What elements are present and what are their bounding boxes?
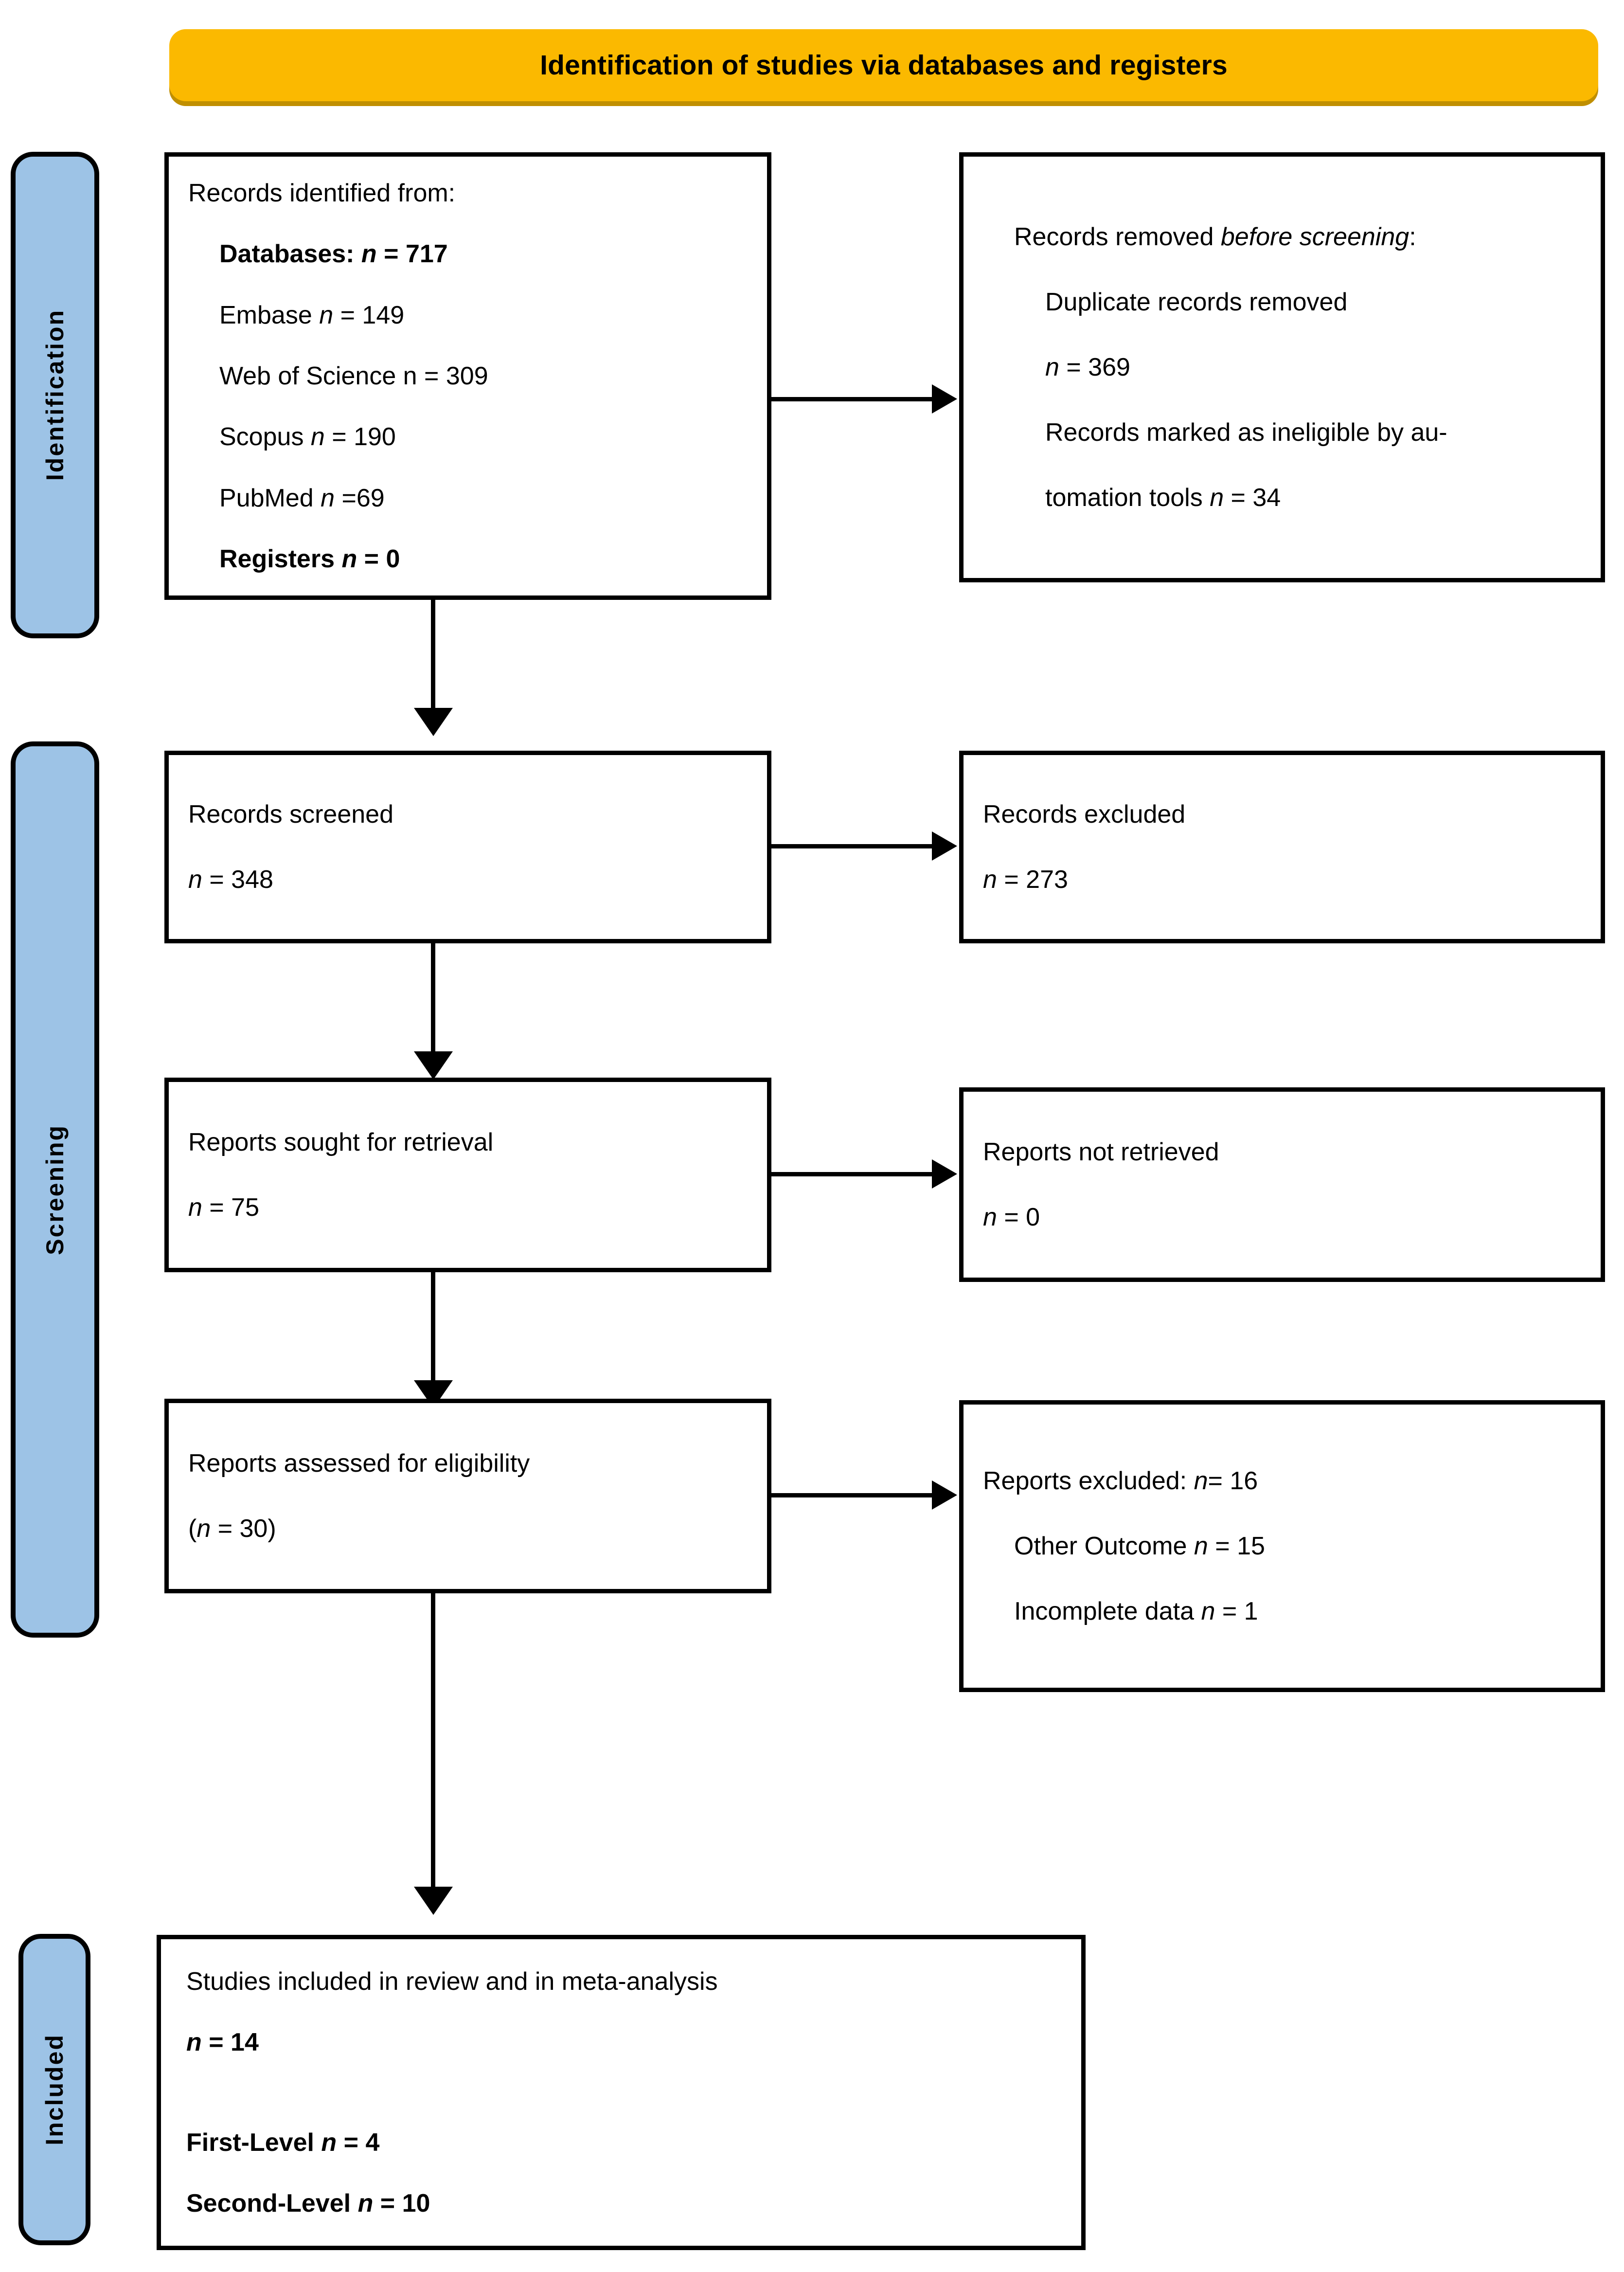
connector-screened-to-sought <box>431 943 435 1065</box>
stage-sidebar-included: Included <box>18 1934 90 2245</box>
records-identified-pubmed: PubMed n =69 <box>219 484 385 512</box>
stage-sidebar-screening: Screening <box>11 741 99 1638</box>
connector-screened-to-excluded <box>771 844 933 848</box>
box-records-screened: Records screened n = 348 <box>164 751 771 943</box>
arrowhead-sought-to-not-retrieved <box>932 1159 957 1189</box>
records-identified-wos: Web of Science n = 309 <box>219 361 488 390</box>
records-excluded-label: Records excluded <box>983 800 1186 829</box>
arrowhead-screened-to-sought <box>414 1051 453 1080</box>
box-studies-included: Studies included in review and in meta-a… <box>157 1935 1086 2250</box>
stage-label-included: Included <box>41 2034 68 2146</box>
arrowhead-assessed-to-included <box>414 1887 453 1915</box>
reports-sought-n: n = 75 <box>188 1193 260 1222</box>
box-reports-assessed: Reports assessed for eligibility (n = 30… <box>164 1399 771 1593</box>
reports-assessed-n: (n = 30) <box>188 1515 276 1543</box>
studies-included-first-level: First-Level n = 4 <box>186 2128 380 2157</box>
studies-included-second-level: Second-Level n = 10 <box>186 2189 430 2218</box>
records-removed-heading: Records removed before screening: <box>1014 222 1416 251</box>
records-screened-label: Records screened <box>188 800 393 829</box>
studies-included-total: n = 14 <box>186 2028 259 2057</box>
arrowhead-identified-to-removed <box>932 384 957 414</box>
arrowhead-screened-to-excluded <box>932 831 957 861</box>
arrowhead-identified-to-screened <box>414 708 453 736</box>
records-identified-databases: Databases: n = 717 <box>219 240 448 269</box>
records-removed-duplicate-n: n = 369 <box>1045 353 1130 381</box>
records-identified-heading: Records identified from: <box>188 179 456 207</box>
studies-included-heading: Studies included in review and in meta-a… <box>186 1967 718 1996</box>
diagram-header-banner: Identification of studies via databases … <box>169 29 1598 101</box>
arrowhead-assessed-to-reports-excluded <box>932 1480 957 1510</box>
connector-identified-to-screened <box>431 600 435 721</box>
records-removed-ineligible-line1: Records marked as ineligible by au- <box>1045 418 1447 447</box>
box-reports-excluded: Reports excluded: n= 16 Other Outcome n … <box>959 1400 1605 1692</box>
connector-sought-to-not-retrieved <box>771 1172 933 1176</box>
reports-sought-label: Reports sought for retrieval <box>188 1128 494 1156</box>
connector-assessed-to-reports-excluded <box>771 1493 933 1497</box>
connector-assessed-to-included <box>431 1593 435 1900</box>
diagram-title: Identification of studies via databases … <box>540 50 1228 81</box>
stage-sidebar-identification: Identification <box>11 152 99 638</box>
stage-label-screening: Screening <box>41 1124 69 1255</box>
connector-sought-to-assessed <box>431 1272 435 1394</box>
box-reports-sought: Reports sought for retrieval n = 75 <box>164 1078 771 1272</box>
box-reports-not-retrieved: Reports not retrieved n = 0 <box>959 1087 1605 1282</box>
stage-label-identification: Identification <box>41 309 69 481</box>
reports-excluded-heading: Reports excluded: n= 16 <box>983 1466 1258 1495</box>
records-removed-ineligible-line2: tomation tools n = 34 <box>1045 484 1281 512</box>
reports-assessed-label: Reports assessed for eligibility <box>188 1449 530 1478</box>
reports-excluded-reason-other-outcome: Other Outcome n = 15 <box>1014 1532 1265 1560</box>
box-records-identified: Records identified from: Databases: n = … <box>164 152 771 600</box>
records-identified-registers: Registers n = 0 <box>219 544 400 573</box>
records-identified-embase: Embase n = 149 <box>219 301 405 329</box>
box-records-excluded: Records excluded n = 273 <box>959 751 1605 943</box>
reports-not-retrieved-n: n = 0 <box>983 1203 1040 1231</box>
records-removed-duplicate-label: Duplicate records removed <box>1045 288 1348 316</box>
records-excluded-n: n = 273 <box>983 866 1068 894</box>
box-records-removed: Records removed before screening: Duplic… <box>959 152 1605 582</box>
records-screened-n: n = 348 <box>188 866 273 894</box>
reports-excluded-reason-incomplete-data: Incomplete data n = 1 <box>1014 1597 1258 1626</box>
reports-not-retrieved-label: Reports not retrieved <box>983 1137 1219 1166</box>
records-identified-scopus: Scopus n = 190 <box>219 423 396 451</box>
connector-identified-to-removed <box>771 397 933 401</box>
